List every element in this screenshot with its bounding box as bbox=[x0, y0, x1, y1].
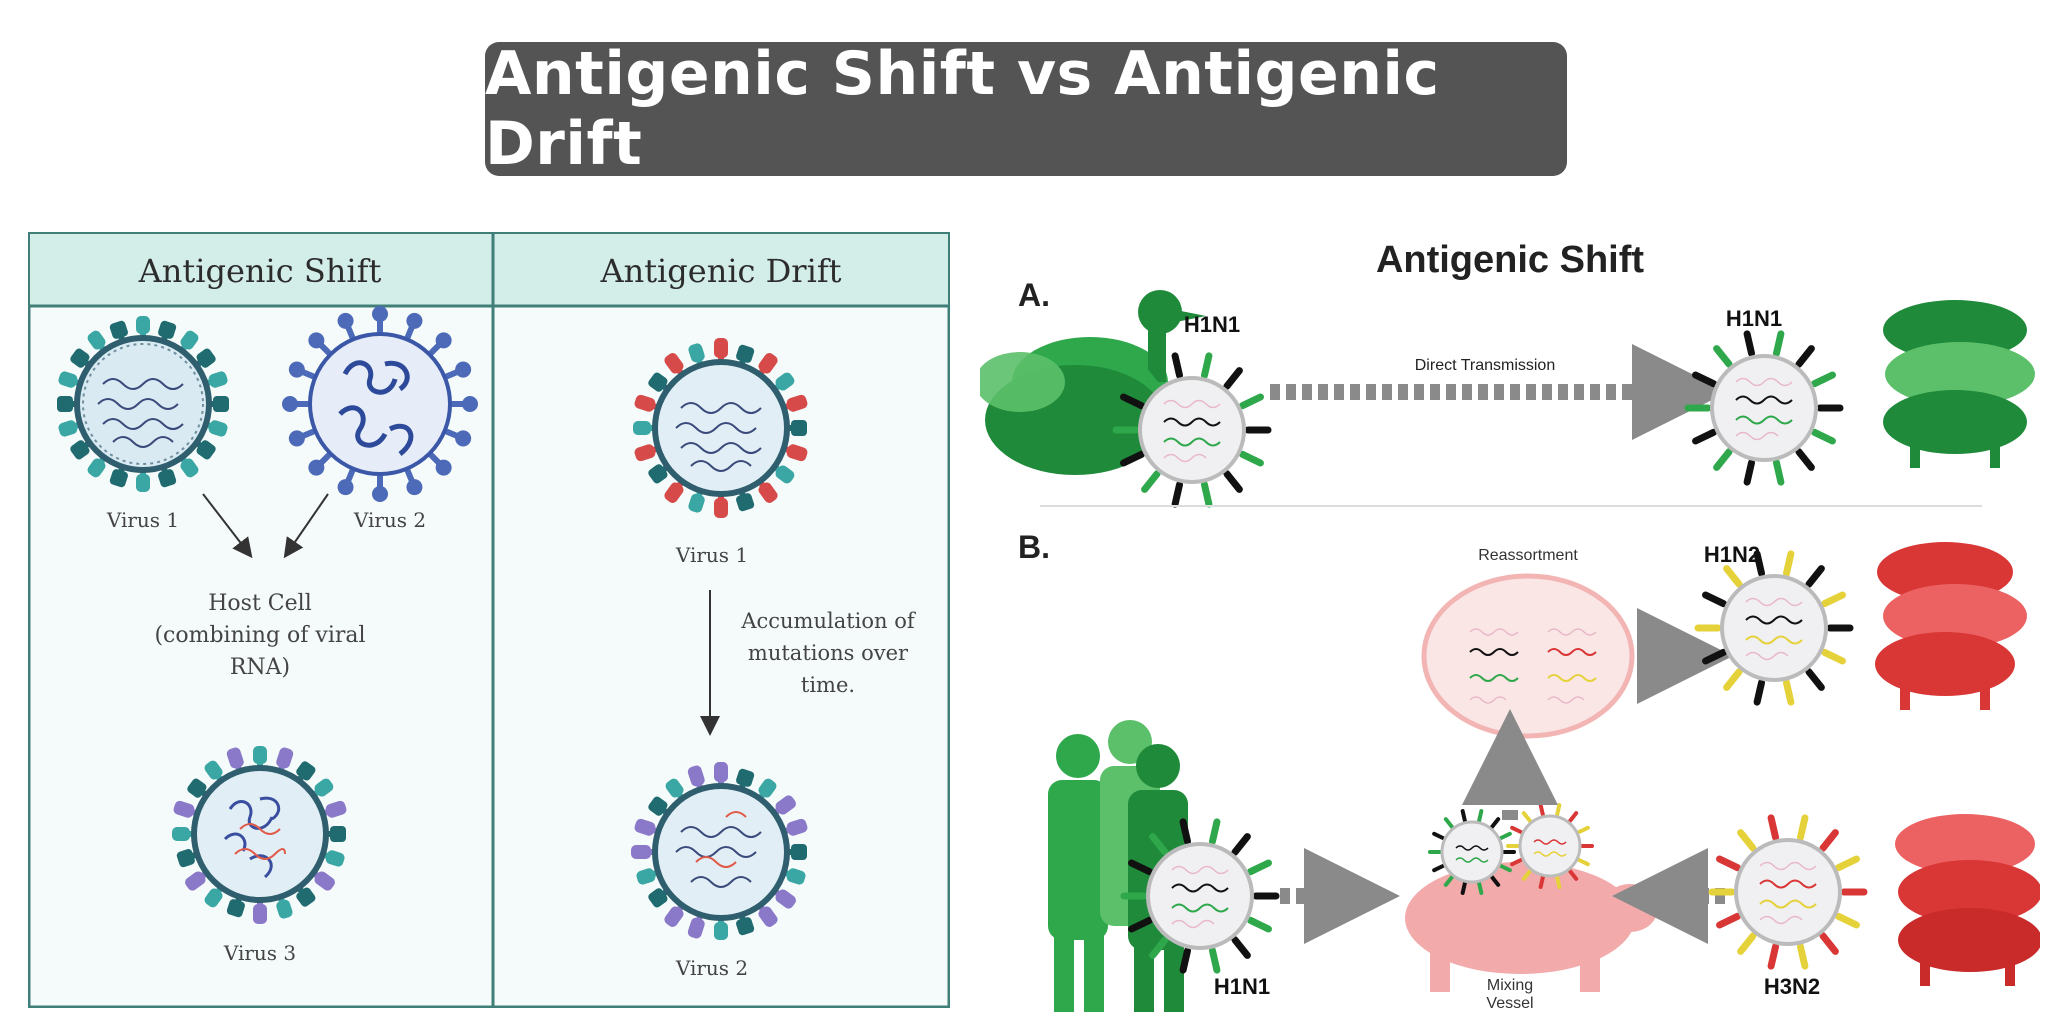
strain-h1n2: H1N2 bbox=[1704, 542, 1760, 567]
virus-2-label: Virus 2 bbox=[353, 508, 426, 532]
mutation-line-3: time. bbox=[801, 673, 855, 697]
virus-3-label: Virus 3 bbox=[223, 941, 296, 965]
host-cell-line-2: (combining of viral bbox=[154, 623, 365, 648]
host-cell-line-3: RNA) bbox=[230, 655, 290, 680]
mixing-vessel-line-1: Mixing bbox=[1487, 977, 1533, 994]
virus-1-label: Virus 1 bbox=[106, 508, 179, 532]
strain-h1n1-a-left: H1N1 bbox=[1184, 312, 1240, 337]
mixing-vessel-line-2: Vessel bbox=[1486, 995, 1533, 1012]
virus-h1n2-icon bbox=[1694, 550, 1854, 706]
ducks-icon bbox=[980, 290, 1206, 475]
page-title: Antigenic Shift vs Antigenic Drift bbox=[485, 39, 1440, 179]
virus-h1n1-a-right-icon bbox=[1684, 330, 1844, 486]
comparison-table: Antigenic Shift Antigenic Drift Virus 1 … bbox=[28, 232, 950, 1008]
green-pigs-icon bbox=[1883, 300, 2035, 468]
strain-h1n1-a-right: H1N1 bbox=[1726, 306, 1782, 331]
antigenic-shift-diagram: Antigenic Shift A. H1N1 Direct Transmiss… bbox=[980, 239, 2040, 1012]
panel-b-label: B. bbox=[1018, 529, 1050, 565]
virus-1-icon bbox=[57, 316, 229, 492]
strain-h1n1-b: H1N1 bbox=[1214, 974, 1270, 999]
arrow-virus2-to-host bbox=[283, 493, 329, 559]
column-header-drift: Antigenic Drift bbox=[599, 252, 841, 290]
virus-h1n1-a-left bbox=[1112, 352, 1272, 508]
panel-a-label: A. bbox=[1018, 277, 1050, 313]
mutation-line-2: mutations over bbox=[748, 641, 909, 665]
reassortment-cell bbox=[1421, 573, 1635, 739]
virus-h3n2-icon bbox=[1708, 814, 1868, 970]
title-banner: Antigenic Shift vs Antigenic Drift bbox=[485, 39, 1567, 179]
reassortment-label: Reassortment bbox=[1478, 547, 1578, 564]
host-cell-line-1: Host Cell bbox=[208, 591, 311, 616]
direct-transmission-label: Direct Transmission bbox=[1415, 357, 1555, 374]
red-pigs-top-icon bbox=[1875, 542, 2027, 710]
drift-virus-1-icon bbox=[633, 338, 809, 518]
mixing-virus-h1n1-icon bbox=[1428, 809, 1516, 895]
virus-2-icon bbox=[282, 306, 478, 502]
mixing-vessel-pig-icon bbox=[1405, 862, 1658, 992]
drift-virus-2-label: Virus 2 bbox=[675, 956, 748, 980]
mutation-line-1: Accumulation of bbox=[740, 609, 917, 633]
virus-3-icon bbox=[172, 746, 348, 924]
drift-virus-2-icon bbox=[631, 762, 809, 940]
virus-h1n1-b-icon bbox=[1120, 818, 1280, 974]
diagram-title: Antigenic Shift bbox=[1376, 239, 1644, 281]
arrow-virus1-to-host bbox=[202, 493, 253, 559]
humans-icon bbox=[1048, 720, 1188, 1012]
strain-h3n2: H3N2 bbox=[1764, 974, 1820, 999]
mixing-virus-h3n2-icon bbox=[1506, 803, 1594, 889]
red-pigs-bottom-icon bbox=[1895, 814, 2040, 986]
column-header-shift: Antigenic Shift bbox=[138, 252, 382, 290]
drift-virus-1-label: Virus 1 bbox=[675, 543, 748, 567]
